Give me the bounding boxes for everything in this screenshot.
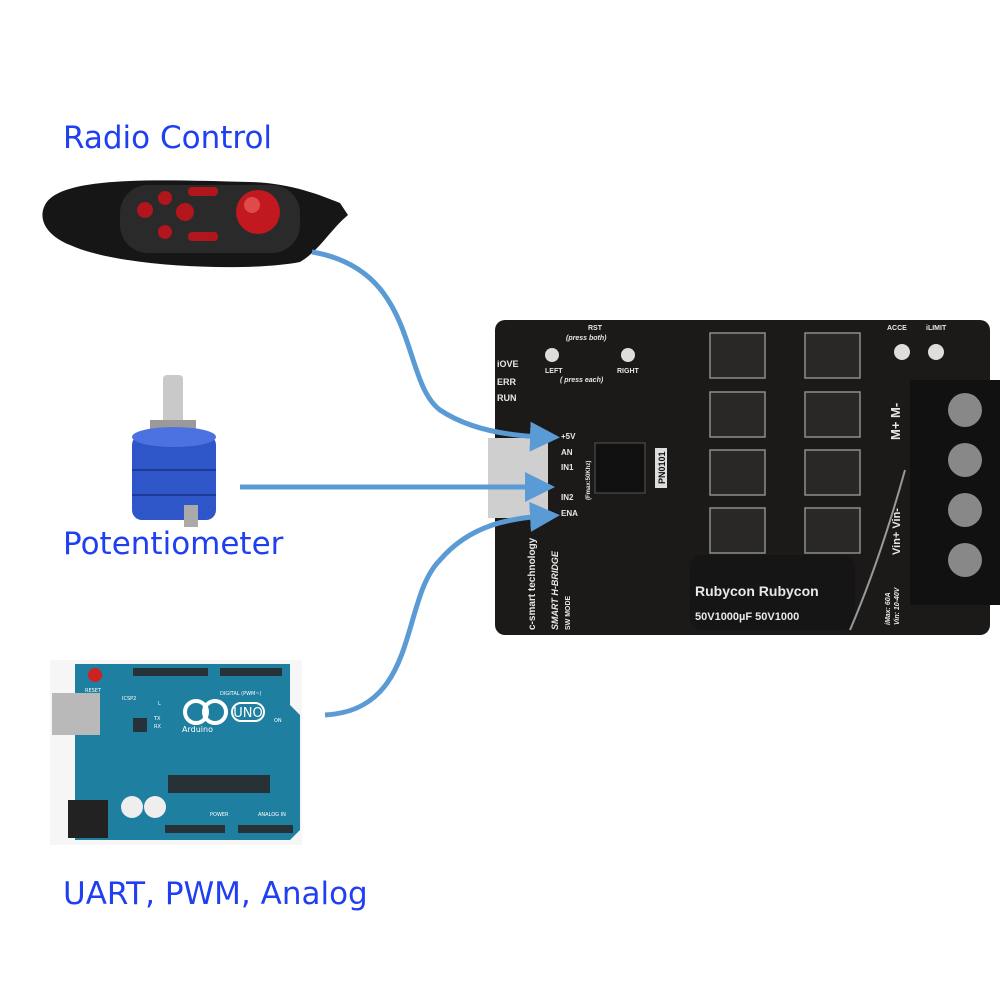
- board-motor-label: M+ M-: [888, 403, 903, 440]
- pin-label-an: AN: [561, 448, 573, 457]
- board-press-each-label: ( press each): [560, 377, 604, 384]
- board-ilimit-label: iLIMIT: [926, 325, 947, 332]
- led-label-err: ERR: [497, 377, 517, 387]
- board-mode-label: SW MODE: [565, 595, 572, 630]
- arduino-rx-text: RX: [154, 724, 161, 730]
- board-imax-label: iMax: 60A: [885, 592, 892, 625]
- led-label-run: RUN: [497, 393, 517, 403]
- uart-pwm-analog-label: UART, PWM, Analog: [63, 876, 368, 912]
- h-bridge-board-image: PN0101 Rubycon Rubycon 50V1000µF 50V1000…: [488, 320, 1000, 635]
- arduino-reset-text: RESET: [85, 688, 102, 694]
- arduino-icsp2-text: ICSP2: [122, 696, 136, 702]
- board-acce-label: ACCE: [887, 325, 907, 332]
- board-vin-spec-label: Vin: 10-40V: [894, 586, 901, 625]
- pin-label-in1: IN1: [561, 463, 574, 472]
- arduino-brand-text: Arduino: [182, 725, 213, 734]
- pin-label-in2: IN2: [561, 493, 574, 502]
- arduino-digital-text: DIGITAL (PWM~): [220, 691, 262, 697]
- arduino-uno-text: UNO: [233, 706, 262, 721]
- led-label-iove: iOVE: [497, 359, 519, 369]
- board-rst-label: RST: [588, 325, 603, 332]
- board-vin-label: Vin+ Vin-: [891, 508, 903, 555]
- arduino-analog-text: ANALOG IN: [258, 812, 286, 818]
- radio-arrow: [311, 249, 560, 452]
- board-left-label: LEFT: [545, 368, 563, 375]
- capacitor-brand-text: Rubycon Rubycon: [695, 583, 819, 599]
- board-right-label: RIGHT: [617, 368, 640, 375]
- board-press-both-label: (press both): [566, 335, 607, 342]
- potentiometer-image: [132, 375, 216, 527]
- board-part-number: PN0101: [657, 451, 667, 484]
- radio-control-label: Radio Control: [63, 120, 273, 156]
- arduino-on-text: ON: [274, 718, 282, 724]
- radio-remote-image: [42, 180, 348, 268]
- board-name-label: SMART H-BRIDGE: [550, 550, 560, 630]
- board-fmax-label: (Fmax:50Khz): [586, 461, 592, 500]
- arduino-power-text: POWER: [210, 812, 229, 818]
- board-brand-logo: c-smart technology: [527, 537, 538, 630]
- pin-label-ena: ENA: [561, 509, 578, 518]
- arduino-arrow: [324, 501, 560, 718]
- arduino-l-text: L: [158, 701, 161, 707]
- pin-label-5v: +5V: [561, 432, 576, 441]
- arduino-tx-text: TX: [153, 716, 161, 722]
- potentiometer-label: Potentiometer: [63, 526, 284, 562]
- capacitor-rating-text: 50V1000µF 50V1000: [695, 611, 799, 623]
- arduino-uno-image: UNO Arduino RESET ICSP2 DIGITAL (PWM~) T…: [50, 660, 302, 845]
